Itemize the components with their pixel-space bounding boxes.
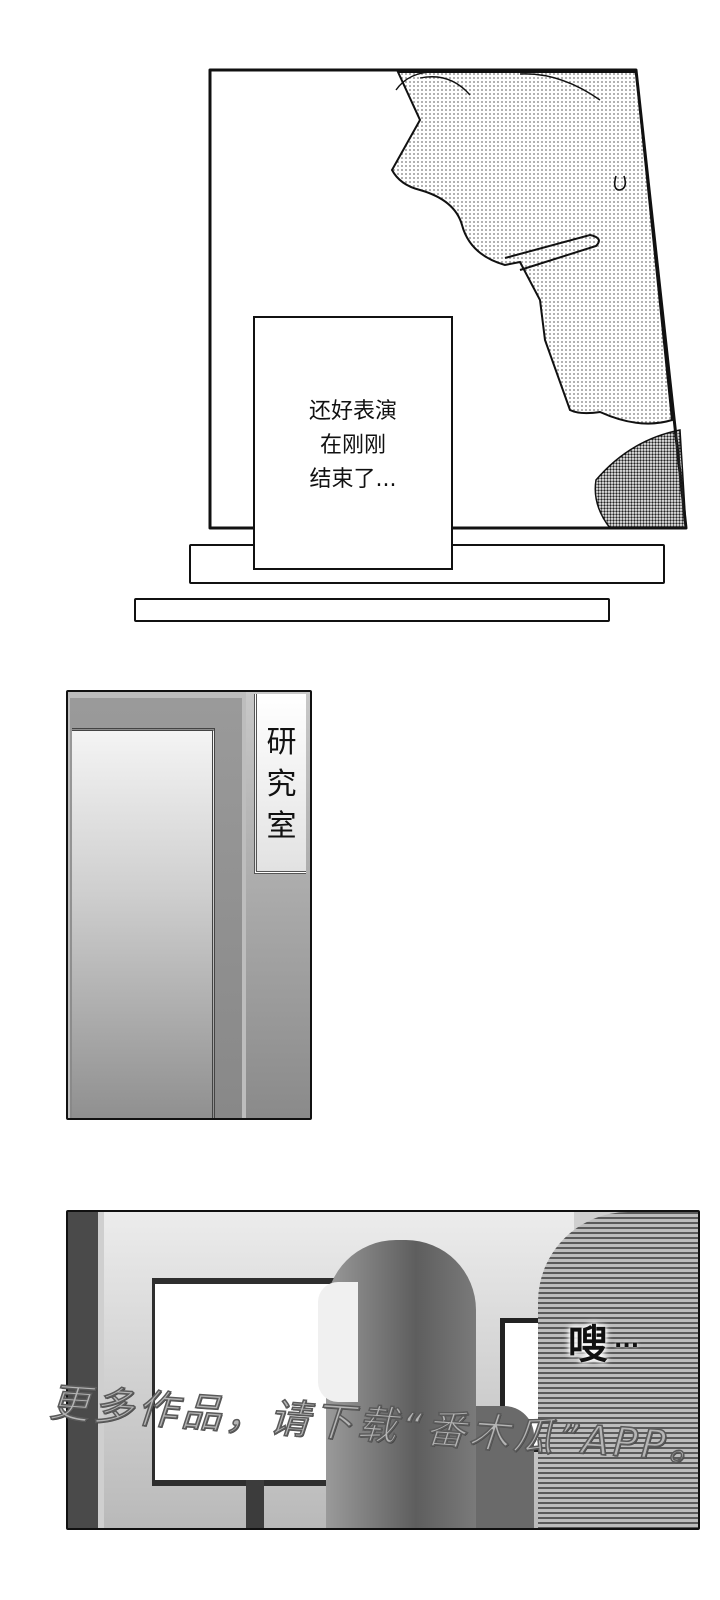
girl-face	[318, 1282, 358, 1402]
sign-char: 室	[266, 809, 297, 844]
left-wall	[68, 1212, 98, 1528]
caption-box: 还好表演 在刚刚 结束了...	[253, 316, 453, 570]
monitor-stand	[246, 1480, 264, 1528]
sign-char: 究	[266, 767, 297, 802]
room-sign: 研 究 室	[254, 694, 306, 874]
panel-3: 嗖 ...	[66, 1210, 700, 1530]
sound-effect: 嗖	[568, 1322, 608, 1368]
door	[72, 728, 215, 1118]
panel-1-back-frame-lower	[134, 598, 610, 622]
man-shoulder	[538, 1212, 698, 1528]
caption-text: 还好表演 在刚刚 结束了...	[308, 399, 397, 492]
sign-char: 研	[266, 725, 297, 760]
panel-2: 研 究 室	[66, 690, 312, 1120]
sound-effect-dots: ...	[614, 1328, 640, 1353]
